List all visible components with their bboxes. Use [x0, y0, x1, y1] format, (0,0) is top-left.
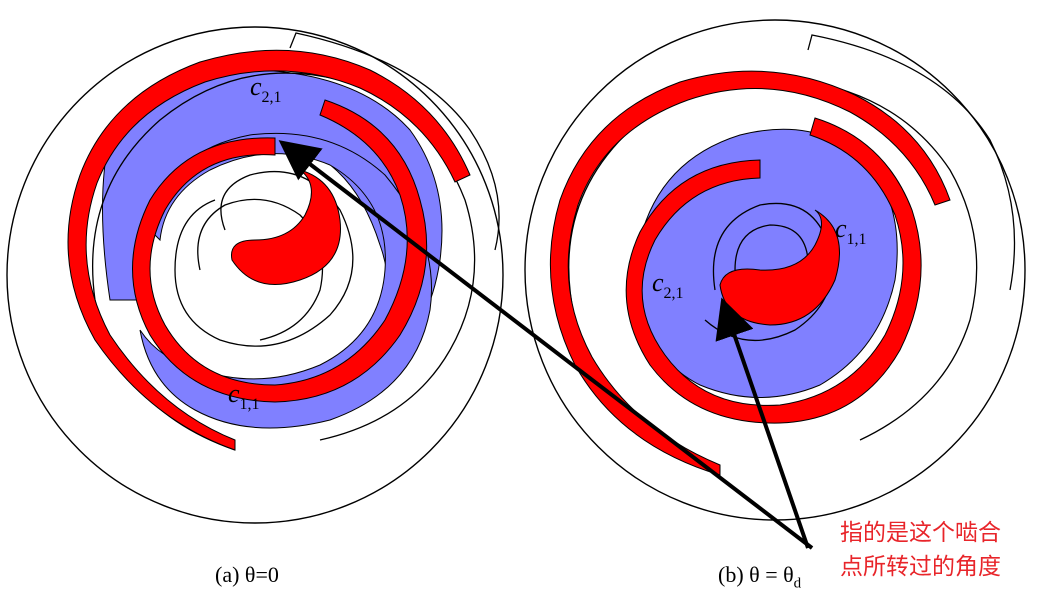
figure-b-orbiting-scroll-core [719, 209, 840, 326]
figure-a-label-c21: c2,1 [250, 72, 282, 106]
figure-a-caption: (a) θ=0 [215, 562, 279, 587]
figure-b-orbiting-scroll-outer [549, 70, 951, 476]
figure-a-outer-circle [6, 26, 504, 524]
figure-b-chamber [639, 128, 898, 398]
annotation-arrows [278, 140, 814, 550]
annotation-note: 指的是这个啮合 点所转过的角度 [840, 516, 1001, 584]
annotation-line-2: 点所转过的角度 [840, 554, 1001, 580]
figure-b-label-c11-sub: 1,1 [847, 231, 867, 248]
annotation-line-1: 指的是这个啮合 [840, 520, 1001, 546]
figure-a-label-c21-sub: 2,1 [262, 89, 282, 106]
figure-b-scroll-wall-inner [734, 224, 809, 271]
figure-b-caption-sub: d [793, 575, 802, 592]
figure-b-scroll: c1,1 c2,1 [524, 19, 1026, 521]
arrow-to-figure-b-contact [715, 297, 810, 549]
figure-b-label-c21-sub: 2,1 [664, 285, 684, 302]
figure-b-caption: (b) θ = θd [718, 562, 802, 592]
arrow-thin-line [699, 461, 813, 549]
figure-a-scroll-wall-white-2 [197, 198, 324, 341]
figure-b-label-c21: c2,1 [652, 268, 684, 302]
figure-a-orbiting-scroll-outer [67, 49, 471, 451]
figure-b-label-c11: c1,1 [835, 214, 867, 248]
figure-a-label-c11: c1,1 [228, 379, 260, 413]
figure-a-label-c11-sub: 1,1 [240, 396, 260, 413]
figure-a-fixed-scroll-end [289, 32, 500, 251]
figure-a-scroll: c2,1 c1,1 [6, 26, 504, 524]
figure-a-scroll-wall-white [174, 171, 354, 347]
figure-a-orbiting-scroll-mid [132, 99, 428, 403]
figure-b-orbiting-scroll-mid [625, 117, 922, 424]
figure-a-orbiting-scroll [230, 169, 341, 285]
figure-b-fixed-scroll-end [807, 34, 1016, 291]
